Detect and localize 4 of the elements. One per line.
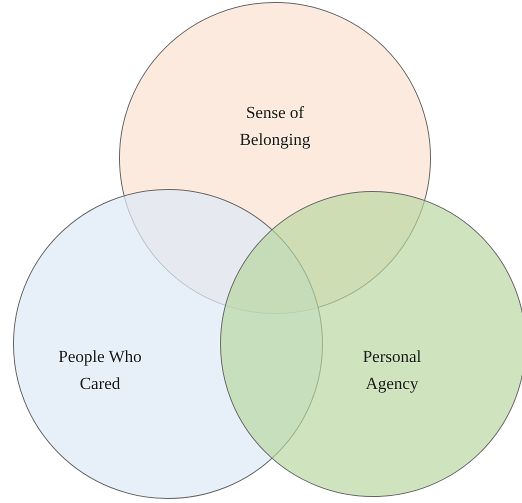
venn-circle <box>13 189 323 499</box>
circle-label: Sense of Belonging <box>238 102 312 151</box>
circle-label: People Who Cared <box>57 346 143 395</box>
circle-label: Personal Agency <box>362 346 422 395</box>
